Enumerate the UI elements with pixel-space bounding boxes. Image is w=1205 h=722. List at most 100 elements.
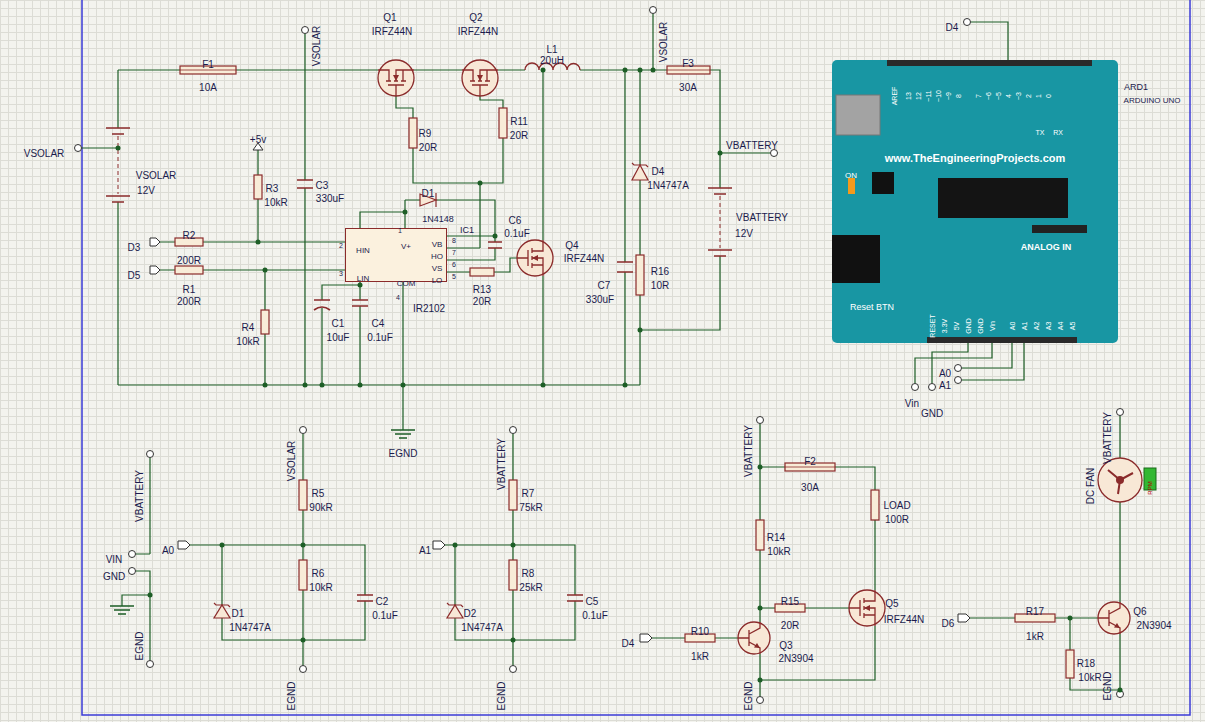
component-label: Q2 xyxy=(469,13,482,23)
fan-symbol xyxy=(1098,458,1156,502)
component-label: C1 xyxy=(332,319,345,329)
component-label: C5 xyxy=(586,597,599,607)
node-text: 3 xyxy=(339,270,343,277)
mosfet-symbol xyxy=(462,60,498,96)
wire-net xyxy=(82,14,1121,697)
node-text: Reset BTN xyxy=(850,303,894,312)
terminal xyxy=(757,697,764,704)
node-text: A2 xyxy=(1033,322,1040,331)
node-text: LO xyxy=(432,277,443,285)
node-text: VB xyxy=(432,241,443,249)
port-symbol xyxy=(640,634,652,642)
component-label: RPM xyxy=(1147,481,1153,494)
node-text: LIN xyxy=(357,275,369,283)
component-label: 330uF xyxy=(586,295,614,305)
node-text: RX xyxy=(1053,129,1063,136)
component-label: C4 xyxy=(372,319,385,329)
usb-port xyxy=(836,95,880,135)
component-label: Vin xyxy=(905,399,919,409)
component-label: R14 xyxy=(767,533,785,543)
sheet-frame xyxy=(82,0,1190,715)
terminal xyxy=(1117,409,1124,416)
terminal xyxy=(300,666,307,673)
component-label: A0 xyxy=(162,546,174,556)
component-label: 10kR xyxy=(264,198,287,208)
component-label: 20R xyxy=(781,621,799,631)
terminal xyxy=(964,19,971,26)
diode-bar xyxy=(447,603,463,607)
junction xyxy=(758,465,763,470)
diode-bar xyxy=(632,163,648,167)
terminal xyxy=(929,384,936,391)
node-text: ~6 xyxy=(985,92,992,100)
junction xyxy=(511,638,516,643)
junction xyxy=(358,283,363,288)
component-label: R3 xyxy=(266,184,279,194)
resistor-symbol xyxy=(470,268,494,276)
terminal xyxy=(129,568,136,575)
node-text: A5 xyxy=(1069,322,1076,331)
resistor-symbol xyxy=(409,118,417,148)
component-label: R11 xyxy=(510,117,528,127)
diode-bar xyxy=(214,603,230,607)
node-text: 8 xyxy=(955,94,962,98)
node-text: A4 xyxy=(1057,322,1064,331)
junction xyxy=(758,678,763,683)
resistor-symbol xyxy=(299,480,307,510)
component-label: 10kR xyxy=(309,583,332,593)
component-label: +5v xyxy=(250,135,266,145)
terminal xyxy=(955,365,962,372)
component-label: 0.1uF xyxy=(582,611,608,621)
component-label: VBATTERY xyxy=(736,213,788,223)
node-text: 5 xyxy=(452,273,456,280)
component-label: VSOLAR xyxy=(287,441,297,482)
node-text: ~11 xyxy=(925,90,932,101)
arduino-board-art xyxy=(832,60,1118,343)
node-text: TX xyxy=(1036,129,1045,136)
junction xyxy=(1118,688,1123,693)
node-text: HO xyxy=(431,253,443,261)
component-label: Q6 xyxy=(1133,607,1146,617)
component-label: IRFZ44N xyxy=(458,27,499,37)
component-label: D4 xyxy=(652,167,665,177)
node-text: 7 xyxy=(452,249,456,256)
component-label: A1 xyxy=(939,381,951,391)
component-label: A0 xyxy=(939,369,951,379)
junction xyxy=(493,234,498,239)
node-text: 12 xyxy=(915,92,922,100)
resistor-symbol xyxy=(871,490,879,520)
fuse-wire xyxy=(180,70,835,467)
node-text: 1 xyxy=(398,227,402,234)
node-text: ~3 xyxy=(1015,92,1022,100)
diode-bar xyxy=(435,193,436,207)
junction xyxy=(541,383,546,388)
junction xyxy=(651,68,656,73)
resistor-symbol xyxy=(509,480,517,510)
resistor-symbol xyxy=(756,520,764,550)
junction-dots xyxy=(116,68,1123,693)
component-label: R6 xyxy=(312,569,325,579)
component-label: 10kR xyxy=(1078,673,1101,683)
terminal xyxy=(757,417,764,424)
resistor-symbol xyxy=(299,560,307,590)
component-label: 1kR xyxy=(1026,632,1044,642)
resistor-symbol xyxy=(175,266,203,274)
component-label: IRFZ44N xyxy=(564,254,605,264)
node-text: GND xyxy=(965,318,972,334)
junction xyxy=(403,210,408,215)
junction xyxy=(478,181,483,186)
node-text: A3 xyxy=(1045,322,1052,331)
junction xyxy=(638,328,643,333)
port-symbol xyxy=(958,614,970,622)
diode-symbol xyxy=(214,605,230,618)
node-text: COM xyxy=(397,280,416,288)
component-label: F3 xyxy=(682,59,694,69)
node-text: www.TheEngineeringProjects.com xyxy=(885,153,1066,164)
node-text: ~10 xyxy=(935,90,942,102)
resistor-symbol xyxy=(636,255,644,295)
junction xyxy=(638,68,643,73)
junction xyxy=(1068,616,1073,621)
transistor-symbol xyxy=(1098,602,1130,634)
power-led xyxy=(848,178,855,194)
junction xyxy=(453,543,458,548)
